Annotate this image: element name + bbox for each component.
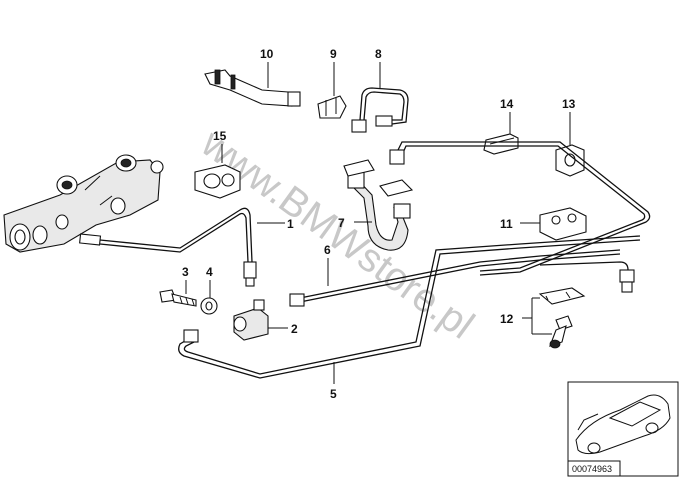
part-label-5: 5 bbox=[330, 387, 337, 401]
part-label-8: 8 bbox=[375, 47, 382, 61]
part-label-9: 9 bbox=[330, 47, 337, 61]
bolt-part-3[interactable] bbox=[159, 289, 197, 307]
part-label-13: 13 bbox=[562, 97, 576, 111]
car-reference-thumbnail: 00074963 bbox=[567, 381, 679, 477]
brake-pipe-rear-upper[interactable] bbox=[389, 141, 651, 293]
clip-part-14[interactable] bbox=[483, 133, 519, 155]
part-label-2: 2 bbox=[291, 322, 298, 336]
part-label-11: 11 bbox=[500, 217, 513, 231]
part-label-15: 15 bbox=[213, 129, 227, 143]
clip-part-15[interactable] bbox=[194, 164, 241, 199]
part-label-3: 3 bbox=[182, 265, 189, 279]
washer-part-4[interactable] bbox=[200, 297, 218, 315]
part-label-14: 14 bbox=[500, 97, 514, 111]
clip-part-11[interactable] bbox=[539, 207, 587, 241]
brake-pipe-5[interactable] bbox=[178, 235, 641, 379]
master-cylinder[interactable] bbox=[3, 154, 164, 253]
part-label-6: 6 bbox=[324, 243, 331, 257]
connector-part-2[interactable] bbox=[233, 299, 269, 341]
hose-part-10[interactable] bbox=[204, 69, 301, 107]
clip-part-13[interactable] bbox=[555, 144, 585, 177]
hose-part-7[interactable] bbox=[343, 159, 414, 251]
bracket-part-12[interactable] bbox=[538, 287, 586, 349]
image-code-label: 00074963 bbox=[572, 464, 612, 474]
brake-pipe-6[interactable] bbox=[289, 249, 621, 307]
brake-pipe-1[interactable] bbox=[79, 207, 257, 287]
part-label-4: 4 bbox=[206, 265, 213, 279]
part-label-1: 1 bbox=[287, 217, 294, 231]
watermark-text: www.BMWstore.pl bbox=[193, 121, 482, 348]
bracket-part-9[interactable] bbox=[317, 95, 347, 119]
leader-12 bbox=[522, 297, 552, 335]
part-label-7: 7 bbox=[338, 216, 345, 230]
part-label-10: 10 bbox=[260, 47, 274, 61]
brake-pipe-8[interactable] bbox=[351, 87, 409, 133]
part-label-12: 12 bbox=[500, 312, 514, 326]
